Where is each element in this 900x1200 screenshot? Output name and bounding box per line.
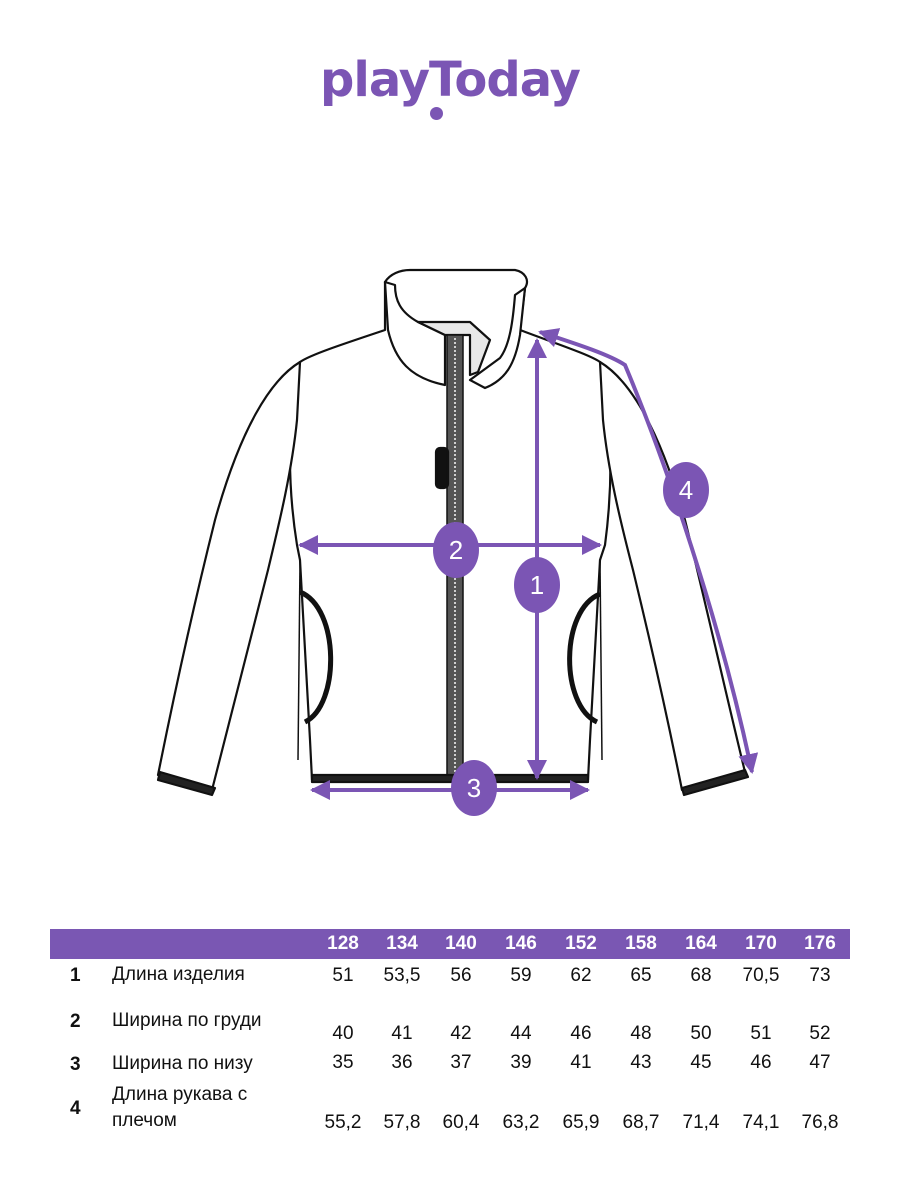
marker-4: 4 xyxy=(663,462,709,518)
row-4-value: 60,4 xyxy=(442,1112,480,1133)
row-2-number: 2 xyxy=(70,1011,81,1032)
marker-1: 1 xyxy=(514,557,560,613)
row-4-value: 55,2 xyxy=(324,1112,362,1133)
row-3-value: 35 xyxy=(332,1052,354,1073)
row-4-value: 57,8 xyxy=(383,1112,421,1133)
row-1-value: 56 xyxy=(450,965,472,986)
row-1-value: 65 xyxy=(630,965,652,986)
row-4-value: 68,7 xyxy=(622,1112,660,1133)
row-2-value: 42 xyxy=(450,1023,472,1044)
row-2-value: 52 xyxy=(809,1023,831,1044)
marker-2: 2 xyxy=(433,522,479,578)
row-1-value: 53,5 xyxy=(383,965,421,986)
marker-3-label: 3 xyxy=(467,773,481,803)
row-4-value: 76,8 xyxy=(801,1112,839,1133)
row-2-label: Ширина по груди xyxy=(112,1010,262,1031)
row-3-value: 47 xyxy=(809,1052,831,1073)
row-3-value: 45 xyxy=(690,1052,712,1073)
row-1-number: 1 xyxy=(70,965,81,986)
measurement-lines xyxy=(298,328,759,800)
row-4-value: 65,9 xyxy=(562,1112,600,1133)
size-header-152: 152 xyxy=(565,933,597,954)
logo-dot xyxy=(430,107,443,120)
row-2-value: 48 xyxy=(630,1023,652,1044)
row-1-value: 73 xyxy=(809,965,831,986)
size-header-164: 164 xyxy=(685,933,717,954)
row-2-value: 41 xyxy=(391,1023,413,1044)
row-1-value: 59 xyxy=(510,965,532,986)
row-2-value: 51 xyxy=(750,1023,772,1044)
row-1-value: 62 xyxy=(570,965,592,986)
row-1-label: Длина изделия xyxy=(112,964,245,985)
row-2-value: 50 xyxy=(690,1023,712,1044)
marker-2-label: 2 xyxy=(449,535,463,565)
marker-1-label: 1 xyxy=(530,570,544,600)
row-4-value: 71,4 xyxy=(682,1112,720,1133)
marker-4-label: 4 xyxy=(679,475,693,505)
row-1-value: 51 xyxy=(332,965,354,986)
size-header-bar xyxy=(50,929,850,959)
jacket-diagram: 1 2 3 4 xyxy=(156,268,759,816)
row-4-number: 4 xyxy=(70,1098,81,1119)
row-3-value: 36 xyxy=(391,1052,413,1073)
row-3-value: 39 xyxy=(510,1052,532,1073)
row-3-value: 46 xyxy=(750,1052,772,1073)
row-4-value: 74,1 xyxy=(742,1112,780,1133)
size-header-170: 170 xyxy=(745,933,777,954)
row-1-value: 68 xyxy=(690,965,712,986)
row-3-number: 3 xyxy=(70,1054,81,1075)
marker-3: 3 xyxy=(451,760,497,816)
size-header-176: 176 xyxy=(804,933,836,954)
brand-logo-text: playToday xyxy=(320,52,581,108)
row-2-value: 46 xyxy=(570,1023,592,1044)
size-header-140: 140 xyxy=(445,933,477,954)
size-header-134: 134 xyxy=(386,933,418,954)
size-header-158: 158 xyxy=(625,933,657,954)
size-header-128: 128 xyxy=(327,933,359,954)
row-1-value: 70,5 xyxy=(742,965,780,986)
row-3-value: 41 xyxy=(570,1052,592,1073)
row-2-value: 40 xyxy=(332,1023,354,1044)
row-3-label: Ширина по низу xyxy=(112,1053,253,1074)
row-4-value: 63,2 xyxy=(502,1112,540,1133)
brand-logo: playToday xyxy=(0,52,900,108)
sleeve-length-line xyxy=(538,328,759,774)
row-3-value: 37 xyxy=(450,1052,472,1073)
size-header-146: 146 xyxy=(505,933,537,954)
row-4-label: Длина рукава с плечом xyxy=(112,1084,248,1131)
row-2-value: 44 xyxy=(510,1023,532,1044)
row-3-value: 43 xyxy=(630,1052,652,1073)
